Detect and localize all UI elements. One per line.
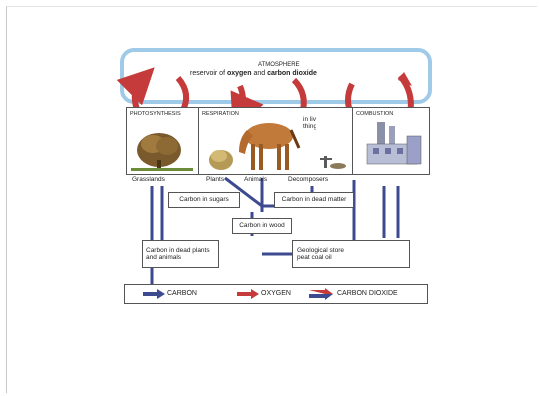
tree-illustration: [127, 108, 199, 174]
geological-store-items: peat coal oil: [297, 254, 332, 261]
respiration-panel: RESPIRATION in living things: [198, 107, 318, 175]
legend-oxygen-label: OXYGEN: [261, 290, 291, 298]
geological-store-title: Geological store: [297, 247, 344, 254]
legend-carbon-label: CARBON: [167, 290, 197, 298]
legend-oxygen-arrow-icon: [237, 289, 259, 299]
carbon-in-dead-plants-animals-box: Carbon in dead plants and animals: [142, 240, 219, 268]
legend-carbon-dioxide-label: CARBON DIOXIDE: [337, 290, 398, 298]
factory-illustration: [353, 108, 429, 174]
and-label: and: [253, 70, 265, 77]
combustion-panel: COMBUSTION: [352, 107, 430, 175]
carbon-in-dead-matter-box: Carbon in dead matter: [274, 192, 354, 208]
legend: CARBON OXYGEN CARBON DIOXIDE: [124, 284, 428, 304]
carbon-in-wood-box: Carbon in wood: [232, 218, 292, 234]
atmosphere-title: ATMOSPHERE: [258, 62, 300, 69]
geological-store-box: Geological store peat coal oil: [292, 240, 410, 268]
decomposer-panel: [316, 107, 353, 175]
legend-carbon-arrow-icon: [143, 289, 165, 299]
horse-illustration: [199, 108, 317, 174]
atmosphere-subtitle: reservoir of oxygen and carbon dioxide: [190, 70, 317, 77]
atmosphere-subtitle-prefix: reservoir of: [190, 70, 225, 77]
decomposer-illustration: [316, 108, 352, 174]
carbon-dioxide-label: carbon dioxide: [267, 70, 317, 77]
grasslands-label: Grasslands: [132, 176, 165, 183]
plants-label: Plants: [206, 176, 224, 183]
legend-carbon-dioxide-arrow-icon: [309, 288, 333, 300]
decomposers-label: Decomposers: [288, 176, 328, 183]
animals-label: Animals: [244, 176, 267, 183]
carbon-in-sugars-box: Carbon in sugars: [168, 192, 240, 208]
oxygen-label: oxygen: [227, 70, 252, 77]
photosynthesis-panel: PHOTOSYNTHESIS: [126, 107, 200, 175]
